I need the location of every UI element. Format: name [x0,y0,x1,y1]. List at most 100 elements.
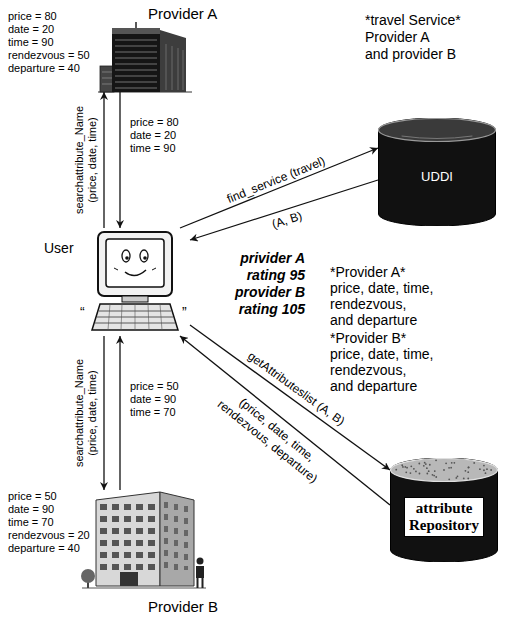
side-windows [166,502,186,570]
message-arrow [119,336,120,490]
provider-building: Provider A [100,24,190,92]
pupil [125,256,129,260]
low-block [100,66,114,92]
texture-speck [423,465,425,467]
cylinder-rim [402,136,473,139]
edge-label: (A, B) [270,208,303,231]
pupil [143,256,147,260]
texture-speck [483,465,485,467]
texture-speck [448,467,450,469]
texture-speck [453,462,455,464]
text-line: and provider B [365,46,495,63]
text-line: departure = 40 [8,542,90,555]
texture-speck [479,468,481,470]
text-line: date = 90 [130,393,179,406]
edge-label: find_service (travel) [224,154,326,206]
text-line: rendezvous = 50 [8,49,90,62]
cylinder-body [379,118,496,226]
person-head [197,558,204,565]
text-line: time = 90 [8,36,90,49]
message-arrow [119,92,120,228]
attribute-values: price = 50 date = 90 time = 70 rendezvou… [8,490,90,555]
attribute-values: price = 80 date = 20 time = 90 rendezvou… [8,10,90,75]
user-label: User [44,240,74,257]
text-line: rendezvous, departure) [215,397,321,486]
provider-heading: Provider A [148,5,217,22]
text-line: searchattribute_Name [73,106,86,214]
text-line: time = 70 [130,406,179,419]
mouth [125,270,146,276]
texture-speck [395,469,397,471]
text-line: rating 95 [205,267,305,284]
repository-note: *Provider A* price, date, time, rendezvo… [330,264,500,328]
text-line: (price, date, time) [86,106,99,214]
antenna [135,22,137,28]
monitor-screen [106,239,164,287]
entrance [120,572,138,586]
side-lines [166,44,183,90]
person-legs [198,578,203,588]
text-line: price = 80 [8,10,90,23]
text-line: date = 20 [130,129,179,142]
building-side [160,492,194,586]
quote-mark: “ [80,304,85,321]
text-line: *Provider B* [330,330,500,346]
edge-label: price = 50 date = 90 time = 70 [130,380,179,419]
keyboard [92,304,178,330]
rating-note: privider A rating 95 provider B rating 1… [205,250,305,318]
cylinder-top [391,459,498,482]
texture-speck [428,470,430,472]
text-line: departure = 40 [8,62,90,75]
eye [122,250,130,262]
provider-heading: Provider B [148,598,218,615]
quote-mark: ” [182,304,187,321]
repository-note: *Provider B* price, date, time, rendezvo… [330,330,500,394]
texture-speck [467,478,469,480]
text-line: searchattribute_Name [73,359,86,467]
texture-speck [465,470,467,472]
text-line: price, date, time, [330,346,500,362]
message-arrow [103,92,104,228]
texture-speck [450,467,452,469]
text-line: rendezvous = 20 [8,529,90,542]
text-line: attribute [409,500,479,517]
eye [140,250,148,262]
cylinder-label: UDDI [421,169,453,185]
texture-speck [448,478,450,480]
texture-speck [419,473,421,475]
provider-building: Provider B [82,490,206,590]
texture-speck [404,466,406,468]
text-line: *travel Service* [365,12,495,29]
registry-note: *travel Service* Provider A and provider… [365,12,495,63]
key-columns [108,304,162,330]
texture-speck [402,466,404,468]
provider-b-building [81,492,206,588]
texture-speck [410,465,412,467]
text-line: *Provider A* [330,264,500,280]
texture-speck [485,472,487,474]
texture-speck [467,471,469,473]
monitor-body [98,232,172,296]
texture-speck [455,477,457,479]
window-grid [100,507,157,567]
text-line: privider A [205,250,305,267]
texture-speck [445,462,447,464]
texture-speck [401,464,403,466]
user-computer-illustration [92,232,178,330]
building-front [96,492,160,586]
text-line: date = 90 [8,503,90,516]
repository-cylinder: *Provider A* price, date, time, rendezvo… [390,458,498,562]
text-line: date = 20 [8,23,90,36]
text-line: rating 105 [205,301,305,318]
text-line: and departure [330,378,500,394]
window-rows [115,40,157,88]
tower-side [160,30,186,92]
texture-speck [426,473,428,475]
texture-speck [434,470,436,472]
text-line: price = 50 [8,490,90,503]
texture-speck [415,471,417,473]
message-arrow [190,180,378,240]
texture-speck [467,467,469,469]
